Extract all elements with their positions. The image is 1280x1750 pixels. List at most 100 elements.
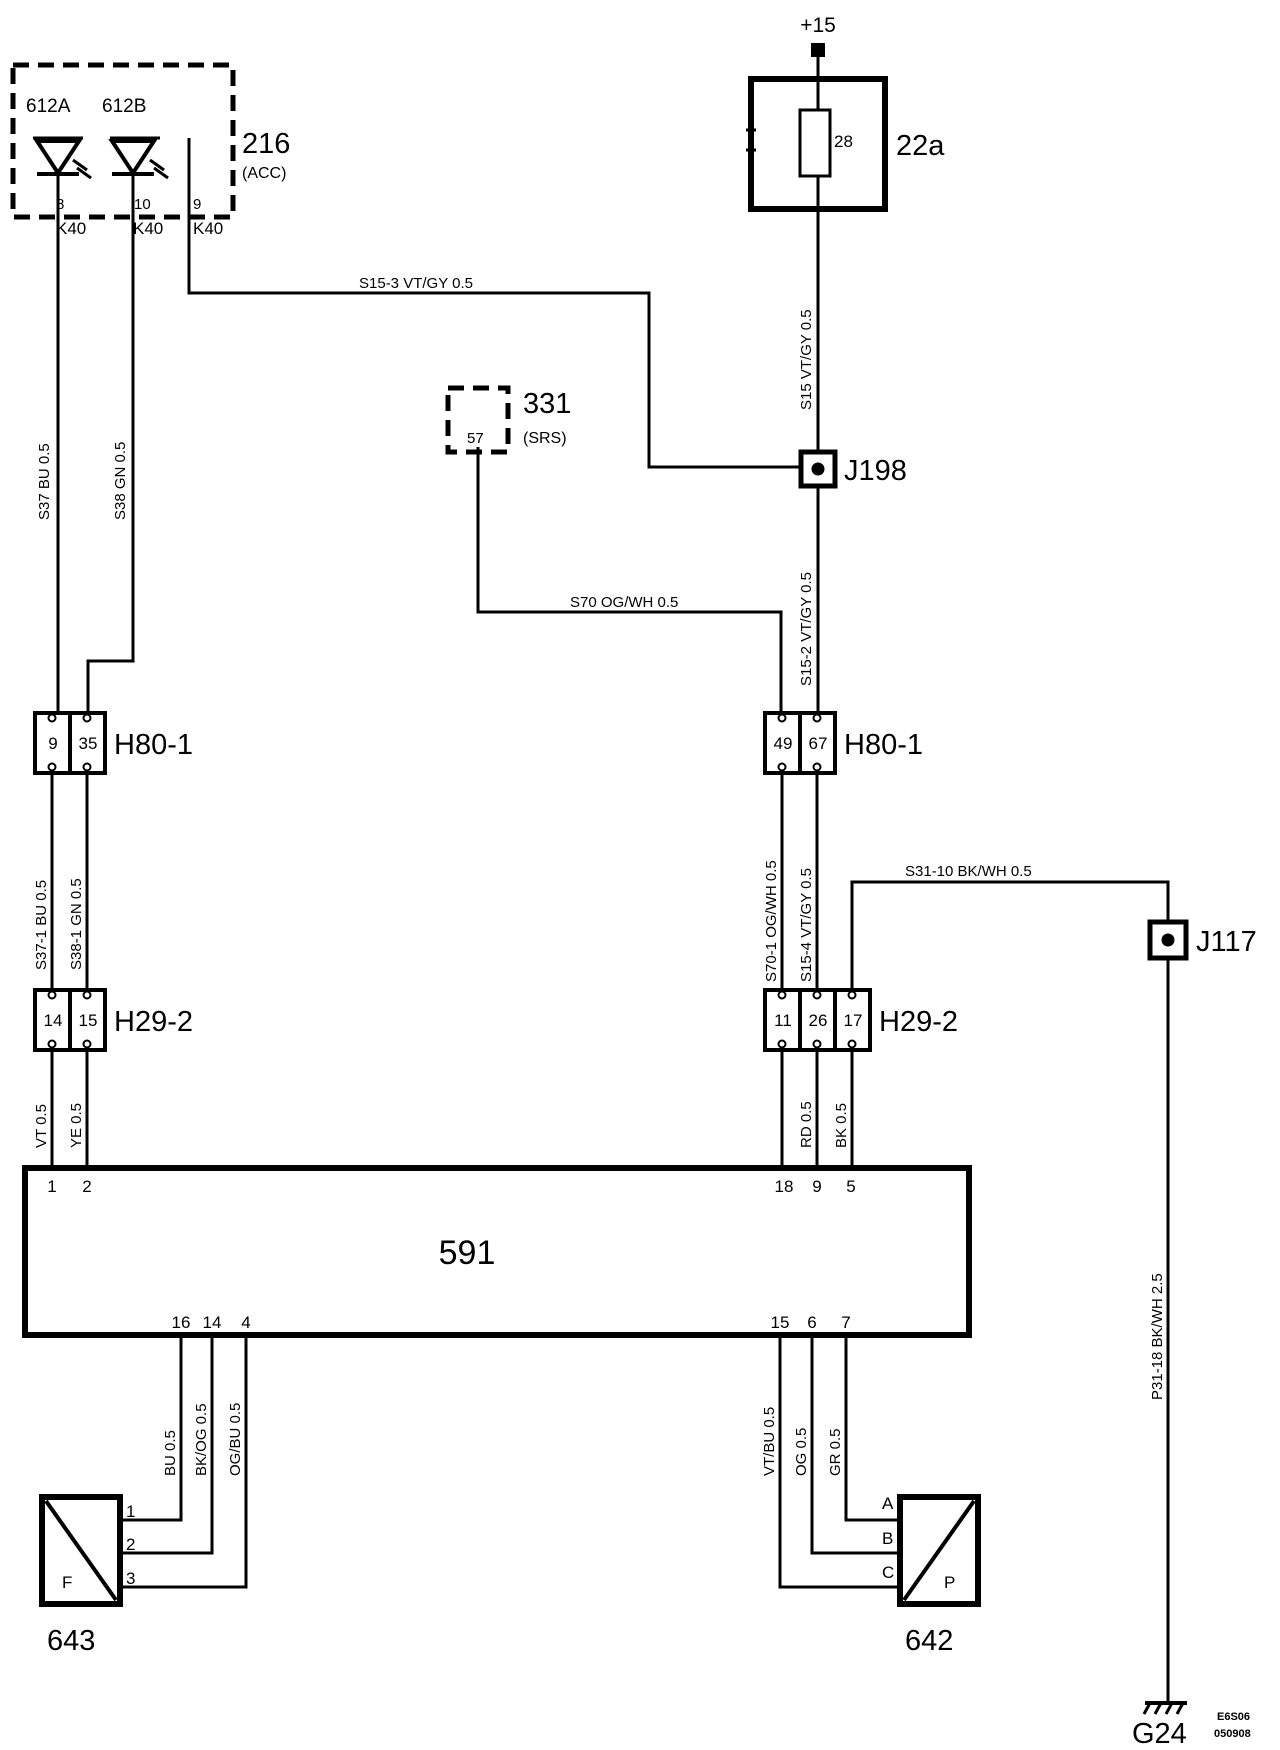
supply-label: +15 [800,14,836,37]
wire-label-s38-1: S38-1 GN 0.5 [68,878,85,970]
cu-pin-18: 18 [775,1177,794,1196]
wire-label-bk-og: BK/OG 0.5 [193,1403,210,1476]
svg-text:17: 17 [844,1011,863,1030]
wire-vt-bu [778,1335,900,1589]
svg-text:26: 26 [809,1011,828,1030]
connector-h80-right: 49 67 H80-1 [763,711,923,775]
wire-label-s70-1: S70-1 OG/WH 0.5 [763,860,780,982]
svg-text:B: B [882,1529,893,1548]
svg-text:C: C [882,1563,894,1582]
cu-pin-2: 2 [82,1177,91,1196]
led-612a-label: 612A [26,96,71,117]
connector-h29-left: 14 15 H29-2 [33,988,193,1052]
svg-text:49: 49 [774,734,793,753]
fuse-block-label: 22a [896,130,945,162]
sensor-642: P A B C 642 [882,1494,981,1657]
svg-text:9: 9 [48,734,57,753]
control-unit-label: 591 [439,1234,496,1272]
svg-text:67: 67 [809,734,828,753]
sensor-642-label: 642 [905,1625,953,1657]
svg-text:J198: J198 [844,455,907,487]
wire-label-s37: S37 BU 0.5 [36,443,53,520]
wire-label-ye: YE 0.5 [68,1103,85,1148]
wire-label-s38: S38 GN 0.5 [112,442,129,520]
fuse-symbol [798,108,832,178]
splice-j198: J198 [798,449,907,489]
wire-label-s15-4: S15-4 VT/GY 0.5 [798,868,815,982]
wire-label-s15-2: S15-2 VT/GY 0.5 [798,572,815,686]
svg-text:J117: J117 [1196,926,1257,958]
wire-og [810,1335,900,1555]
connector-h80-left: 9 35 H80-1 [33,711,193,775]
wire-label-s37-1: S37-1 BU 0.5 [33,880,50,970]
sensor-643: F 1 2 3 643 [39,1494,135,1657]
wire-label-p31-18: P31-18 BK/WH 2.5 [1149,1273,1166,1400]
led-612b-icon [108,136,169,180]
cu-pin-6: 6 [807,1313,816,1332]
sensor-643-label: 643 [47,1625,95,1657]
k40-label-1: K40 [56,219,86,238]
k40-label-2: K40 [133,219,163,238]
acc-pin-10: 10 [134,196,151,213]
k40-label-3: K40 [193,219,223,238]
wire-label-bu: BU 0.5 [162,1430,179,1476]
cu-pin-9: 9 [812,1177,821,1196]
acc-pin-8: 8 [56,196,64,213]
ground-icon [1142,1701,1187,1715]
svg-text:14: 14 [44,1011,63,1030]
wire-s31-10 [850,880,1170,990]
h29-left-label: H29-2 [114,1006,193,1038]
wire-label-s70: S70 OG/WH 0.5 [570,594,678,611]
acc-module-216 [10,62,236,220]
wire-bu [120,1335,183,1522]
svg-text:1: 1 [126,1502,135,1521]
cu-pin-15: 15 [771,1313,790,1332]
wire-label-gr: GR 0.5 [827,1428,844,1476]
cu-pin-16: 16 [172,1313,191,1332]
control-unit-591 [22,1165,972,1338]
led-612a-icon [33,136,92,180]
svg-text:3: 3 [126,1569,135,1588]
srs-module-label: 331 [523,388,571,420]
wire-label-bk: BK 0.5 [833,1103,850,1148]
srs-module-subtitle: (SRS) [523,430,567,447]
supply-terminal: +15 [800,14,836,57]
led-612b-label: 612B [102,96,146,117]
wire-label-vt-bu: VT/BU 0.5 [761,1407,778,1476]
fuse-number: 28 [834,132,853,151]
h29-right-label: H29-2 [879,1006,958,1038]
svg-text:A: A [882,1494,894,1513]
wire-bk-og [120,1335,214,1555]
splice-j117: J117 [1147,919,1257,961]
ground-label: G24 [1132,1718,1187,1750]
acc-module-label: 216 [242,128,290,160]
h80-right-label: H80-1 [844,729,923,761]
wire-s38 [86,174,135,713]
svg-text:P: P [944,1573,955,1592]
svg-text:35: 35 [79,734,98,753]
acc-pin-9: 9 [193,196,201,213]
wire-gr [844,1335,900,1522]
wire-label-og: OG 0.5 [793,1428,810,1476]
svg-text:F: F [62,1573,72,1592]
acc-module-subtitle: (ACC) [242,165,286,182]
srs-pin-57: 57 [467,430,484,447]
cu-pin-4: 4 [241,1313,250,1332]
wire-label-rd: RD 0.5 [798,1101,815,1148]
diagram-code-1: E6S06 [1217,1711,1250,1723]
wire-label-s15: S15 VT/GY 0.5 [798,309,815,410]
wire-s15-3 [187,138,804,469]
wire-s70 [476,447,783,713]
wire-label-og-bu: OG/BU 0.5 [227,1403,244,1476]
cu-pin-7: 7 [841,1313,850,1332]
cu-pin-14: 14 [203,1313,222,1332]
wire-label-s15-3: S15-3 VT/GY 0.5 [359,275,473,292]
diagram-code-2: 050908 [1214,1728,1251,1740]
svg-text:2: 2 [126,1535,135,1554]
cu-pin-5: 5 [846,1177,855,1196]
cu-pin-1: 1 [47,1177,56,1196]
connector-h29-right: 11 26 17 H29-2 [763,988,958,1052]
wire-label-vt: VT 0.5 [33,1104,50,1148]
wire-og-bu [120,1335,248,1589]
